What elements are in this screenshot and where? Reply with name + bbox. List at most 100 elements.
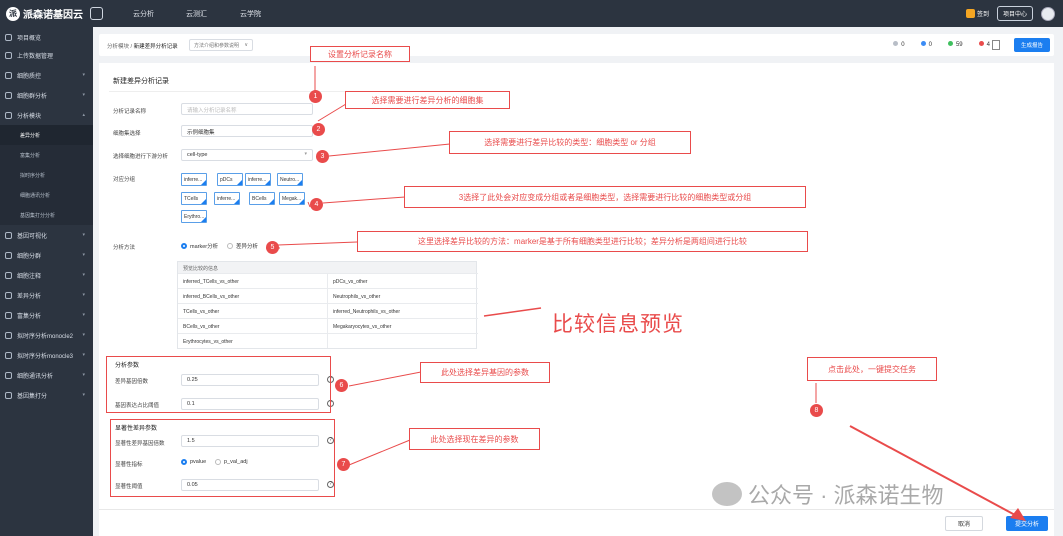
status-running[interactable]: 0 xyxy=(920,41,932,48)
breadcrumb-parent[interactable]: 分析模块 xyxy=(107,44,130,50)
watermark-text: 公众号 · 派森诺生物 xyxy=(748,483,944,508)
nav-cloud-test[interactable]: 云测汇 xyxy=(186,11,207,18)
help-icon[interactable]: ? xyxy=(327,437,334,444)
fc-input[interactable]: 0.25 xyxy=(181,374,319,386)
logo-subtitle: GENESCLOUD xyxy=(24,11,58,16)
document-icon[interactable] xyxy=(992,40,1000,50)
sidebar-subitem-diff[interactable]: 差异分析 xyxy=(0,125,93,145)
sidebar-item-diff[interactable]: 差异分析▾ xyxy=(0,285,93,305)
preview-cell: inferred_Neutrophils_vs_other xyxy=(328,303,478,318)
group-chip[interactable]: BCells xyxy=(249,192,275,205)
sig-padj-radio[interactable]: p_val_adj xyxy=(215,459,248,465)
checkin-button[interactable]: 签到 xyxy=(965,9,989,18)
status-success[interactable]: 59 xyxy=(947,41,963,48)
group-chip[interactable]: Erythro... xyxy=(181,210,207,223)
sidebar-subitem-geneset[interactable]: 基因集打分分析 xyxy=(0,205,93,225)
annotation-icon xyxy=(5,271,12,279)
cellset-select[interactable]: 示例细胞集 xyxy=(181,125,313,137)
status-count: 0 xyxy=(901,42,905,48)
nav-cloud-analysis[interactable]: 云分析 xyxy=(133,11,154,18)
downstream-select[interactable]: cell-type ▾ xyxy=(181,149,313,161)
method-marker-radio[interactable]: marker分析 xyxy=(181,242,218,250)
group-chip[interactable]: TCells xyxy=(181,192,207,205)
params-title: 分析参数 xyxy=(115,363,140,369)
sidebar-item-geneset[interactable]: 基因集打分▾ xyxy=(0,385,93,405)
callout-4: 3选择了此处会对应变成分组或者是细胞类型，选择需要进行比较的细胞类型或分组 xyxy=(404,186,806,208)
sig-title: 显著性差异参数 xyxy=(115,426,158,432)
sidebar-item-upload[interactable]: 上传数据管理 xyxy=(0,45,93,65)
chevron-down-icon: ▾ xyxy=(82,332,85,338)
sidebar-item-monocle3[interactable]: 拟时序分析monocle3▾ xyxy=(0,345,93,365)
generate-report-button[interactable]: 生成报告 xyxy=(1014,38,1050,52)
enrich-icon xyxy=(5,311,12,319)
sidebar-item-annotation[interactable]: 细胞注释▾ xyxy=(0,265,93,285)
help-icon[interactable]: ? xyxy=(327,481,334,488)
sidebar-item-label: 细胞注释 xyxy=(17,273,42,280)
nav-cloud-academy[interactable]: 云学院 xyxy=(240,11,261,18)
group-chip[interactable]: Megak... xyxy=(279,192,305,205)
status-failed[interactable]: 4 xyxy=(978,41,990,48)
group-chip[interactable]: pDCs xyxy=(217,173,243,186)
avatar[interactable] xyxy=(1041,6,1055,21)
compare-group-label: 对应分组 xyxy=(113,177,136,183)
sig-fc-input[interactable]: 1.5 xyxy=(181,435,319,447)
group-chip[interactable]: inferre... xyxy=(214,192,240,205)
cancel-button[interactable]: 取消 xyxy=(945,516,983,531)
logo-badge-icon xyxy=(90,7,103,20)
radio-label: pvalue xyxy=(190,459,207,465)
sidebar-item-label: 分析模块 xyxy=(17,113,42,120)
method-diff-radio[interactable]: 差异分析 xyxy=(227,242,258,250)
record-name-label: 分析记录名称 xyxy=(113,109,147,115)
group-chip[interactable]: inferre... xyxy=(245,173,271,186)
step-number-1: 1 xyxy=(309,90,322,103)
sig-threshold-input[interactable]: 0.05 xyxy=(181,479,319,491)
chevron-down-icon: ∨ xyxy=(244,42,248,48)
sidebar-item-enrich[interactable]: 富集分析▾ xyxy=(0,305,93,325)
group-chip[interactable]: Neutro... xyxy=(277,173,303,186)
callout-2: 选择需要进行差异分析的细胞集 xyxy=(345,91,510,109)
chevron-down-icon: ▾ xyxy=(82,312,85,318)
chevron-down-icon: ▾ xyxy=(82,392,85,398)
status-waiting[interactable]: 0 xyxy=(893,41,905,48)
logo[interactable]: 派 派森诺基因云 xyxy=(6,6,103,21)
preview-cell: pDCs_vs_other xyxy=(328,273,478,288)
status-dot-icon xyxy=(893,41,899,46)
sidebar-item-monocle2[interactable]: 拟时序分析monocle2 ▾ xyxy=(0,325,93,345)
submit-button[interactable]: 提交分析 xyxy=(1006,516,1048,531)
sidebar-subitem-enrich[interactable]: 富集分析 xyxy=(0,145,93,165)
sidebar-subitem-trajectory[interactable]: 拟时序分析 xyxy=(0,165,93,185)
chevron-down-icon: ▾ xyxy=(82,372,85,378)
sig-pvalue-radio[interactable]: pvalue xyxy=(181,459,206,465)
module-icon xyxy=(5,111,12,119)
sidebar-item-gene-viz[interactable]: 基因可视化▾ xyxy=(0,225,93,245)
fc-label: 差异基因倍数 xyxy=(115,379,149,385)
radio-unchecked-icon xyxy=(215,459,221,465)
expr-input[interactable]: 0.1 xyxy=(181,398,319,410)
sidebar-item-cell-group[interactable]: 细胞分群▾ xyxy=(0,245,93,265)
sidebar-subitem-communication[interactable]: 细胞通讯分析 xyxy=(0,185,93,205)
radio-unchecked-icon xyxy=(227,243,233,249)
sidebar-item-label: 拟时序分析monocle2 xyxy=(17,333,74,340)
callout-7: 此处选择现在差异的参数 xyxy=(409,428,540,450)
record-name-input[interactable]: 请输入分析记录名称 xyxy=(181,103,313,115)
sidebar-item-overview[interactable]: 项目概览 xyxy=(0,27,93,47)
chart-icon xyxy=(5,291,12,299)
sidebar-item-communication[interactable]: 细胞通讯分析▾ xyxy=(0,365,93,385)
checkin-label: 签到 xyxy=(976,12,989,18)
project-center-button[interactable]: 项目中心 xyxy=(996,6,1033,21)
step-number-8: 8 xyxy=(810,404,823,417)
callout-1: 设置分析记录名称 xyxy=(310,46,410,62)
sub-header: 分析模块 / 新建差异分析记录 方法介绍和参数说明 ∨ 0 0 59 4 生成报… xyxy=(99,34,1054,56)
sig-threshold-label: 显著性阈值 xyxy=(115,484,143,490)
sidebar-item-cluster[interactable]: 细胞群分析▾ xyxy=(0,85,93,105)
method-intro-dropdown[interactable]: 方法介绍和参数说明 ∨ xyxy=(189,39,253,51)
chevron-down-icon: ▾ xyxy=(82,72,85,78)
group-chip[interactable]: inferre... xyxy=(181,173,207,186)
chevron-down-icon: ▾ xyxy=(82,292,85,298)
sidebar-item-qc[interactable]: 细胞质控 ▾ xyxy=(0,65,93,85)
trajectory-icon xyxy=(5,351,12,359)
chevron-down-icon: ▾ xyxy=(82,92,85,98)
sidebar-item-modules[interactable]: 分析模块▴ xyxy=(0,105,93,125)
wechat-icon xyxy=(712,482,742,506)
sidebar-item-label: 细胞质控 xyxy=(17,73,42,80)
